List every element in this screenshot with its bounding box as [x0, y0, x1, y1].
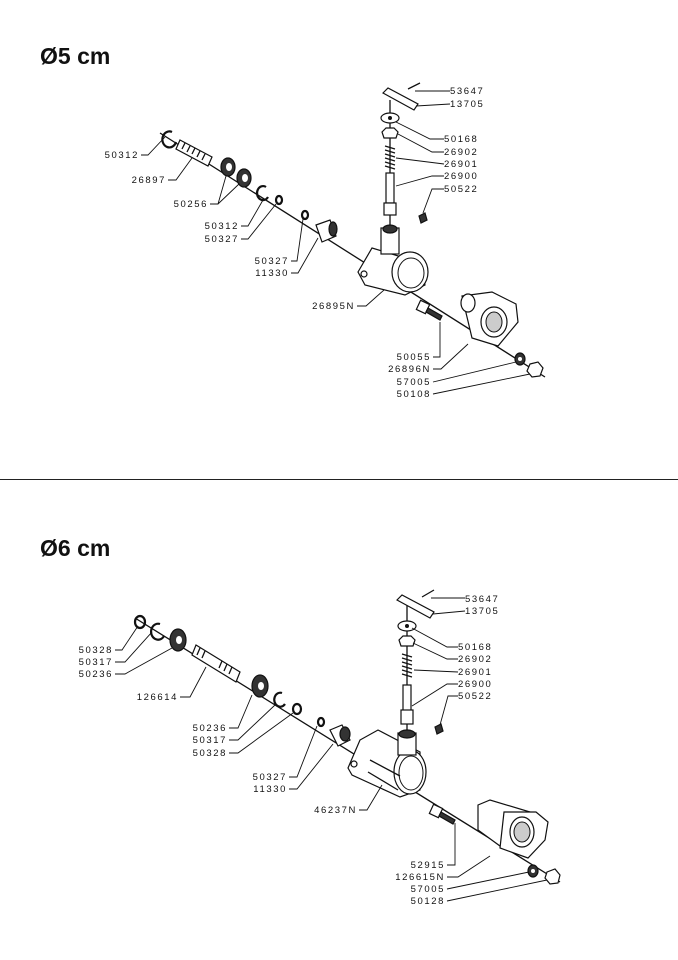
- shaft-part: [191, 644, 241, 683]
- part-label: 57005: [411, 884, 445, 895]
- part-label: 53647: [450, 86, 484, 97]
- section-title-5cm: Ø5 cm: [40, 43, 111, 69]
- lever-part: [396, 589, 435, 619]
- bolt-part: [428, 803, 456, 825]
- part-label: 50327: [255, 256, 289, 267]
- bushing-part: [315, 219, 338, 243]
- part-label: 50327: [205, 234, 239, 245]
- part-label: 50312: [105, 150, 139, 161]
- part-label: 26902: [444, 147, 478, 158]
- part-label: 26900: [458, 679, 492, 690]
- part-label: 50168: [444, 134, 478, 145]
- section-title-6cm: Ø6 cm: [40, 535, 111, 561]
- part-label: 11330: [253, 784, 287, 795]
- part-label: 26896N: [388, 364, 431, 375]
- part-label: 13705: [465, 606, 499, 617]
- part-label: 11330: [255, 268, 289, 279]
- section-divider: [0, 479, 678, 480]
- part-label: 52915: [411, 860, 445, 871]
- part-label: 26901: [458, 667, 492, 678]
- diagram-6cm: 53647 13705 50168 26902 26901 26900 5052…: [79, 589, 561, 907]
- part-label: 26902: [458, 654, 492, 665]
- part-label: 50522: [444, 184, 478, 195]
- part-label: 26900: [444, 171, 478, 182]
- part-label: 50128: [411, 896, 445, 907]
- part-label: 26897: [132, 175, 166, 186]
- part-label: 50168: [458, 642, 492, 653]
- flange-part: [460, 291, 519, 347]
- part-label: 50317: [79, 657, 113, 668]
- part-label: 50317: [193, 735, 227, 746]
- part-label: 50312: [205, 221, 239, 232]
- housing-part: [347, 729, 427, 798]
- part-label: 50236: [193, 723, 227, 734]
- bolt-part: [415, 299, 443, 321]
- part-label: 57005: [397, 377, 431, 388]
- part-label: 50256: [174, 199, 208, 210]
- part-label: 50522: [458, 691, 492, 702]
- bushing-part: [329, 724, 351, 747]
- part-label: 26895N: [312, 301, 355, 312]
- part-label: 126615N: [395, 872, 445, 883]
- part-label: 50055: [397, 352, 431, 363]
- part-label: 13705: [450, 99, 484, 110]
- diagram-5cm: 53647 13705 50168 26902 26901 26900 5052…: [105, 82, 546, 400]
- part-label: 50328: [79, 645, 113, 656]
- part-label: 50236: [79, 669, 113, 680]
- part-label: 46237N: [314, 805, 357, 816]
- flange-part: [477, 799, 549, 859]
- part-label: 26901: [444, 159, 478, 170]
- housing-part: [357, 224, 429, 296]
- snap-ring-part: [161, 130, 178, 149]
- part-label: 126614: [137, 692, 178, 703]
- lever-part: [382, 82, 421, 111]
- part-label: 50327: [253, 772, 287, 783]
- part-label: 53647: [465, 594, 499, 605]
- part-label: 50108: [397, 389, 431, 400]
- shaft-part: [175, 139, 213, 167]
- part-label: 50328: [193, 748, 227, 759]
